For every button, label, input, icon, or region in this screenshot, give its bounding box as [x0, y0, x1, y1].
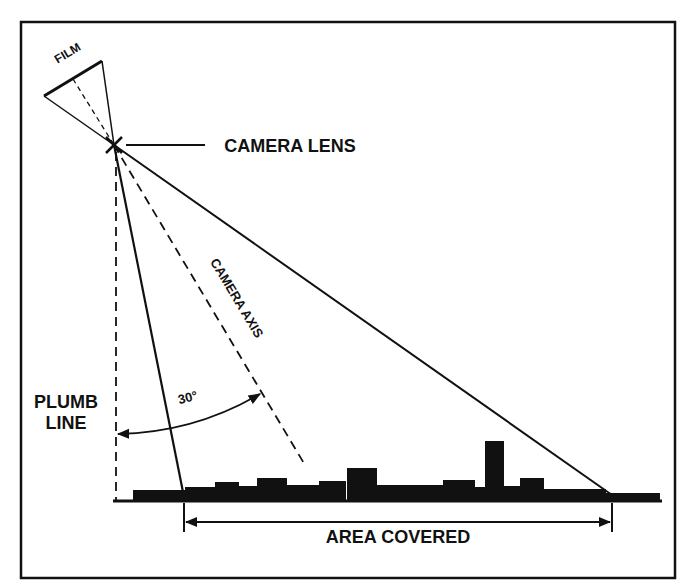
city-skyline	[133, 441, 660, 501]
dimension-tick	[611, 503, 613, 532]
film-plane	[44, 61, 102, 96]
film-label: FILM	[52, 41, 83, 67]
axis-behind-lens	[73, 79, 114, 145]
coverage-ray	[114, 145, 612, 495]
dimension-line	[186, 521, 610, 523]
dimension-label: AREA COVERED	[320, 527, 476, 548]
film-ray	[44, 96, 114, 145]
part-label: CAMERA LENS	[224, 136, 355, 157]
plumb-line	[115, 152, 117, 500]
film-ray	[102, 61, 114, 145]
camera-axis	[114, 145, 305, 465]
coverage-ray	[114, 145, 183, 492]
frame-border	[21, 22, 675, 578]
angle-label: 30°	[177, 388, 200, 407]
leader-line	[126, 144, 205, 146]
plumb-label: PLUMB LINE	[26, 392, 106, 433]
axis-label: CAMERA AXIS	[206, 256, 265, 341]
dimension-tick	[183, 503, 185, 532]
